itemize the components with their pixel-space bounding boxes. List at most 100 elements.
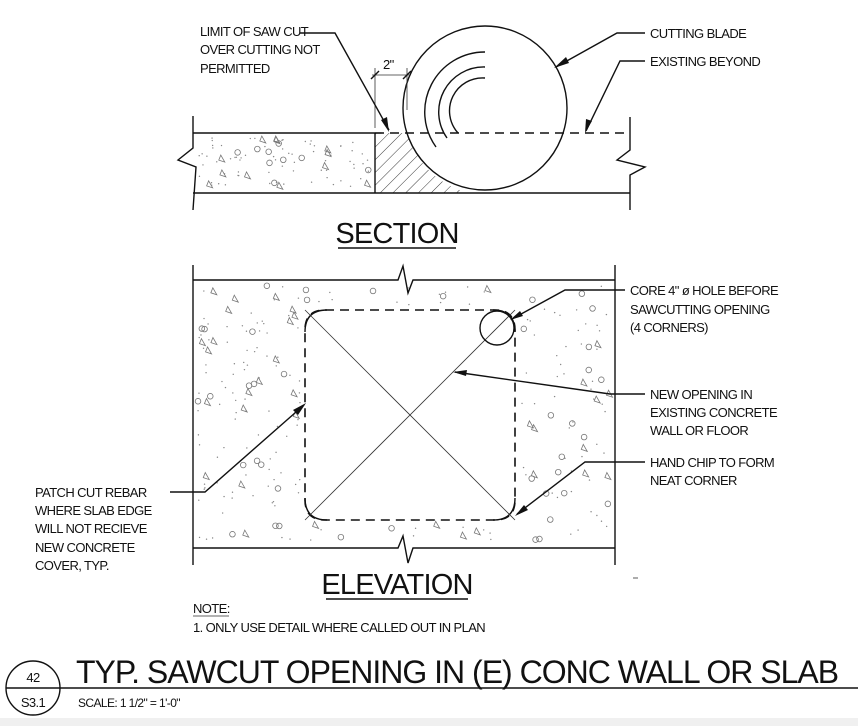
aggregate-dot	[234, 156, 236, 159]
patch-note-line: NEW CONCRETE	[35, 540, 136, 555]
aggregate-dot	[243, 368, 246, 371]
aggregate-dot	[198, 336, 200, 339]
arrowhead	[510, 311, 523, 320]
aggregate-dot	[221, 380, 223, 383]
dimension-tick	[402, 70, 412, 80]
patch-note-line: PATCH CUT REBAR	[35, 485, 147, 500]
aggregate-dot	[529, 320, 531, 322]
aggregate-stone	[194, 398, 202, 405]
aggregate-stone	[234, 149, 241, 156]
aggregate-dot	[596, 514, 598, 517]
aggregate-dot	[362, 163, 364, 165]
aggregate-dot	[223, 495, 225, 498]
aggregate-stone	[249, 328, 256, 335]
aggregate-stone	[198, 325, 206, 332]
aggregate-dot	[299, 478, 301, 481]
arrowhead	[554, 57, 569, 68]
aggregate-stone	[231, 294, 240, 303]
patch-note-line: WHERE SLAB EDGE	[35, 503, 153, 518]
aggregate-dot	[240, 157, 242, 159]
aggregate-dot	[198, 175, 201, 178]
aggregate-dot	[231, 491, 234, 493]
aggregate-dot	[490, 538, 492, 541]
aggregate-stone	[593, 395, 602, 404]
aggregate-stone	[578, 290, 586, 297]
aggregate-stone	[280, 370, 288, 378]
aggregate-stone	[271, 179, 278, 187]
dimension-tick	[370, 70, 380, 80]
aggregate-dot	[256, 346, 258, 349]
elevation-concrete-aggregate	[194, 282, 614, 543]
aggregate-stone	[276, 522, 283, 530]
aggregate-stone	[561, 489, 568, 497]
core-hole-circle	[479, 310, 515, 346]
aggregate-dot	[256, 322, 258, 324]
aggregate-dot	[353, 167, 355, 169]
aggregate-dot	[211, 139, 213, 142]
opening-leader	[454, 371, 645, 395]
aggregate-stone	[255, 376, 264, 386]
section-view: 2" LIMIT OF SAW CUT OVER CUTTING NOT PER…	[176, 24, 761, 250]
break-line-left	[176, 116, 197, 211]
aggregate-dot	[208, 339, 210, 341]
core-note-line: CORE 4" ø HOLE BEFORE	[630, 283, 779, 298]
aggregate-stone	[298, 154, 305, 162]
aggregate-dot	[590, 511, 592, 513]
aggregate-dot	[559, 314, 561, 317]
aggregate-dot	[274, 159, 277, 161]
aggregate-dot	[526, 318, 529, 321]
aggregate-dot	[361, 153, 363, 155]
aggregate-dot	[198, 392, 200, 394]
aggregate-stone	[589, 305, 596, 312]
aggregate-dot	[556, 354, 558, 357]
aggregate-dot	[253, 350, 256, 353]
aggregate-stone	[253, 457, 261, 465]
elevation-title: ELEVATION	[321, 569, 472, 601]
aggregate-stone	[272, 355, 281, 364]
aggregate-dot	[246, 447, 248, 449]
blade-arc	[438, 66, 486, 139]
aggregate-dot	[297, 297, 300, 299]
aggregate-stone	[273, 135, 281, 144]
aggregate-stone	[250, 380, 258, 388]
aggregate-dot	[439, 301, 442, 304]
aggregate-dot	[221, 512, 224, 514]
aggregate-dot	[553, 311, 556, 314]
aggregate-dot	[590, 388, 592, 390]
aggregate-dot	[210, 182, 213, 184]
aggregate-dot	[605, 313, 608, 316]
aggregate-stone	[210, 336, 218, 346]
aggregate-stone	[259, 135, 267, 144]
aggregate-dot	[211, 537, 214, 539]
aggregate-dot	[312, 150, 315, 153]
aggregate-dot	[297, 492, 300, 494]
aggregate-dot	[521, 402, 523, 405]
aggregate-dot	[205, 364, 207, 366]
aggregate-dot	[224, 386, 227, 389]
aggregate-stone	[365, 166, 372, 174]
aggregate-dot	[269, 182, 271, 185]
aggregate-stone	[206, 179, 214, 189]
opening-note-line: EXISTING CONCRETE	[650, 405, 778, 420]
aggregate-dot	[244, 154, 247, 157]
aggregate-dot	[244, 398, 246, 400]
aggregate-dot	[559, 363, 562, 366]
aggregate-dot	[275, 451, 277, 454]
aggregate-dot	[324, 160, 327, 162]
cutting-blade-circle	[402, 25, 568, 191]
aggregate-stone	[207, 393, 214, 400]
aggregate-stone	[388, 525, 395, 532]
aggregate-dot	[289, 538, 291, 540]
aggregate-dot	[231, 497, 233, 499]
aggregate-stone	[266, 159, 273, 167]
aggregate-dot	[600, 285, 603, 288]
aggregate-stone	[364, 179, 372, 188]
aggregate-dot	[250, 312, 252, 314]
aggregate-stone	[558, 453, 565, 460]
aggregate-dot	[292, 170, 295, 172]
blade-arc	[424, 51, 486, 148]
scale-label: SCALE: 1 1/2" = 1'-0"	[78, 696, 180, 710]
existing-beyond-label: EXISTING BEYOND	[650, 54, 760, 69]
aggregate-dot	[580, 343, 583, 345]
aggregate-dot	[268, 171, 270, 174]
